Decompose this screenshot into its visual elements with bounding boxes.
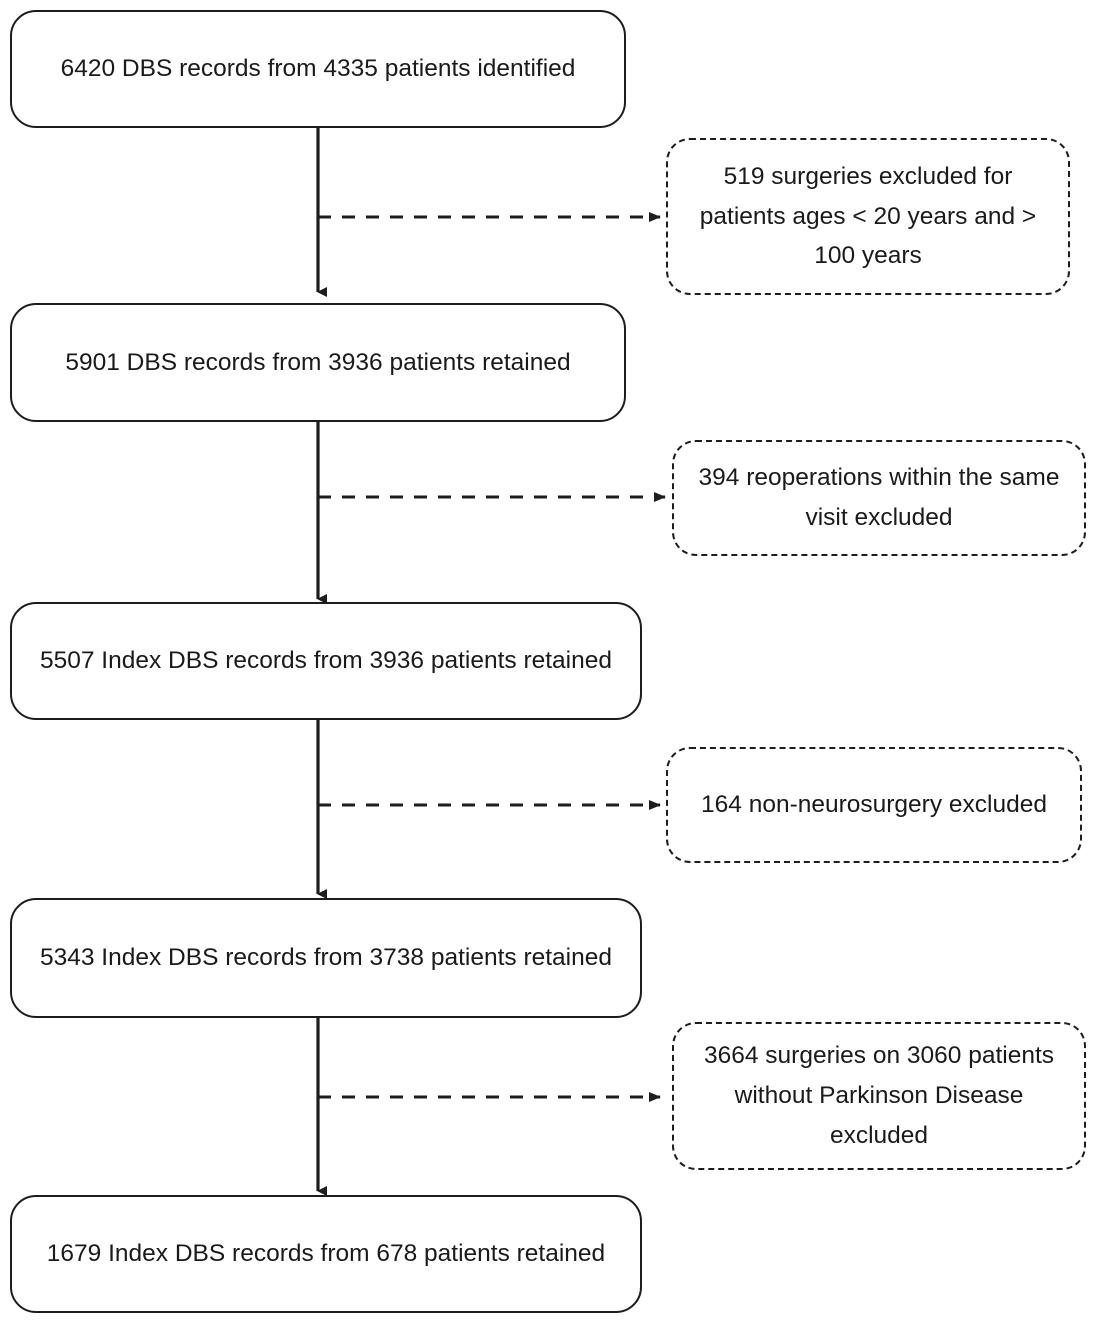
exclusion-non-neurosurgery-node: 164 non-neurosurgery excluded xyxy=(666,747,1082,863)
exclusion-reoperations-label: 394 reoperations within the same visit e… xyxy=(698,464,1060,531)
records-identified-label: 6420 DBS records from 4335 patients iden… xyxy=(60,55,576,83)
exclusion-non-neurosurgery-label: 164 non-neurosurgery excluded xyxy=(701,791,1047,819)
index-records-retained-parkinson-node: 1679 Index DBS records from 678 patients… xyxy=(10,1195,642,1313)
records-retained-age-label: 5901 DBS records from 3936 patients reta… xyxy=(65,348,571,376)
records-identified-node: 6420 DBS records from 4335 patients iden… xyxy=(10,10,626,128)
index-records-retained-neurosurgery-node: 5343 Index DBS records from 3738 patient… xyxy=(10,898,642,1018)
exclusion-non-parkinson-node: 3664 surgeries on 3060 patients without … xyxy=(672,1022,1086,1170)
index-records-retained-reoperations-node: 5507 Index DBS records from 3936 patient… xyxy=(10,602,642,720)
index-records-retained-reoperations-label: 5507 Index DBS records from 3936 patient… xyxy=(39,647,612,675)
index-records-retained-neurosurgery-label: 5343 Index DBS records from 3738 patient… xyxy=(39,944,612,972)
exclusion-age-node: 519 surgeries excluded for patients ages… xyxy=(666,138,1070,295)
exclusion-age-label: 519 surgeries excluded for patients ages… xyxy=(699,162,1037,270)
exclusion-reoperations-node: 394 reoperations within the same visit e… xyxy=(672,440,1086,556)
index-records-retained-parkinson-label: 1679 Index DBS records from 678 patients… xyxy=(46,1240,606,1268)
records-retained-age-node: 5901 DBS records from 3936 patients reta… xyxy=(10,303,626,422)
exclusion-non-parkinson-label: 3664 surgeries on 3060 patients without … xyxy=(703,1042,1055,1149)
